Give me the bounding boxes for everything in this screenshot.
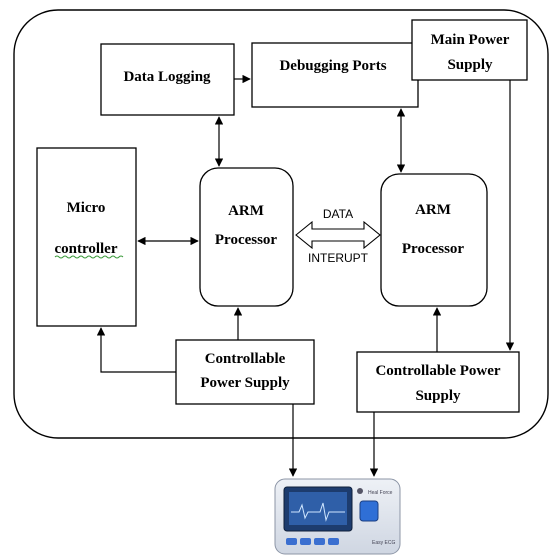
micro-line1: Micro — [67, 200, 106, 216]
data-logging-block: Data Logging — [100, 43, 235, 116]
ctrl-right-line1: Controllable Power — [375, 363, 500, 379]
data-label: DATA — [323, 207, 353, 221]
main-power-line2: Supply — [447, 57, 493, 73]
data-interrupt-bus-arrow — [295, 220, 381, 250]
main-power-supply-block: Main Power Supply — [411, 19, 528, 81]
debugging-ports-block: Debugging Ports — [251, 42, 419, 108]
microcontroller-block: Micro controller — [36, 147, 137, 327]
controllable-power-left-block: Controllable Power Supply — [175, 339, 315, 405]
micro-line2: controller — [54, 241, 117, 257]
ctrl-left-line1: Controllable — [205, 351, 286, 367]
data-logging-label: Data Logging — [123, 69, 211, 85]
ctrl-right-line2: Supply — [415, 388, 461, 404]
arm-processor-left-block: ARM Processor — [199, 167, 294, 307]
arrow-ctrl-left-to-micro — [96, 327, 176, 373]
arm-processor-right-block: ARM Processor — [380, 173, 488, 307]
ecg-device-image: Heal Force Easy ECG — [274, 478, 401, 555]
arm-left-line2: Processor — [215, 232, 278, 248]
system-boundary — [13, 9, 549, 439]
arm-left-line1: ARM — [228, 203, 264, 219]
ctrl-left-line2: Power Supply — [200, 375, 290, 391]
controllable-power-right-block: Controllable Power Supply — [356, 351, 520, 413]
interupt-label: INTERUPT — [308, 251, 369, 265]
spellcheck-underline — [54, 255, 124, 259]
debugging-ports-label: Debugging Ports — [279, 58, 386, 74]
arm-right-line2: Processor — [402, 241, 465, 257]
device-brand: Heal Force — [368, 490, 393, 496]
arm-right-line1: ARM — [415, 202, 451, 218]
device-model: Easy ECG — [372, 540, 395, 546]
device-button — [359, 500, 379, 522]
main-power-line1: Main Power — [431, 32, 510, 48]
